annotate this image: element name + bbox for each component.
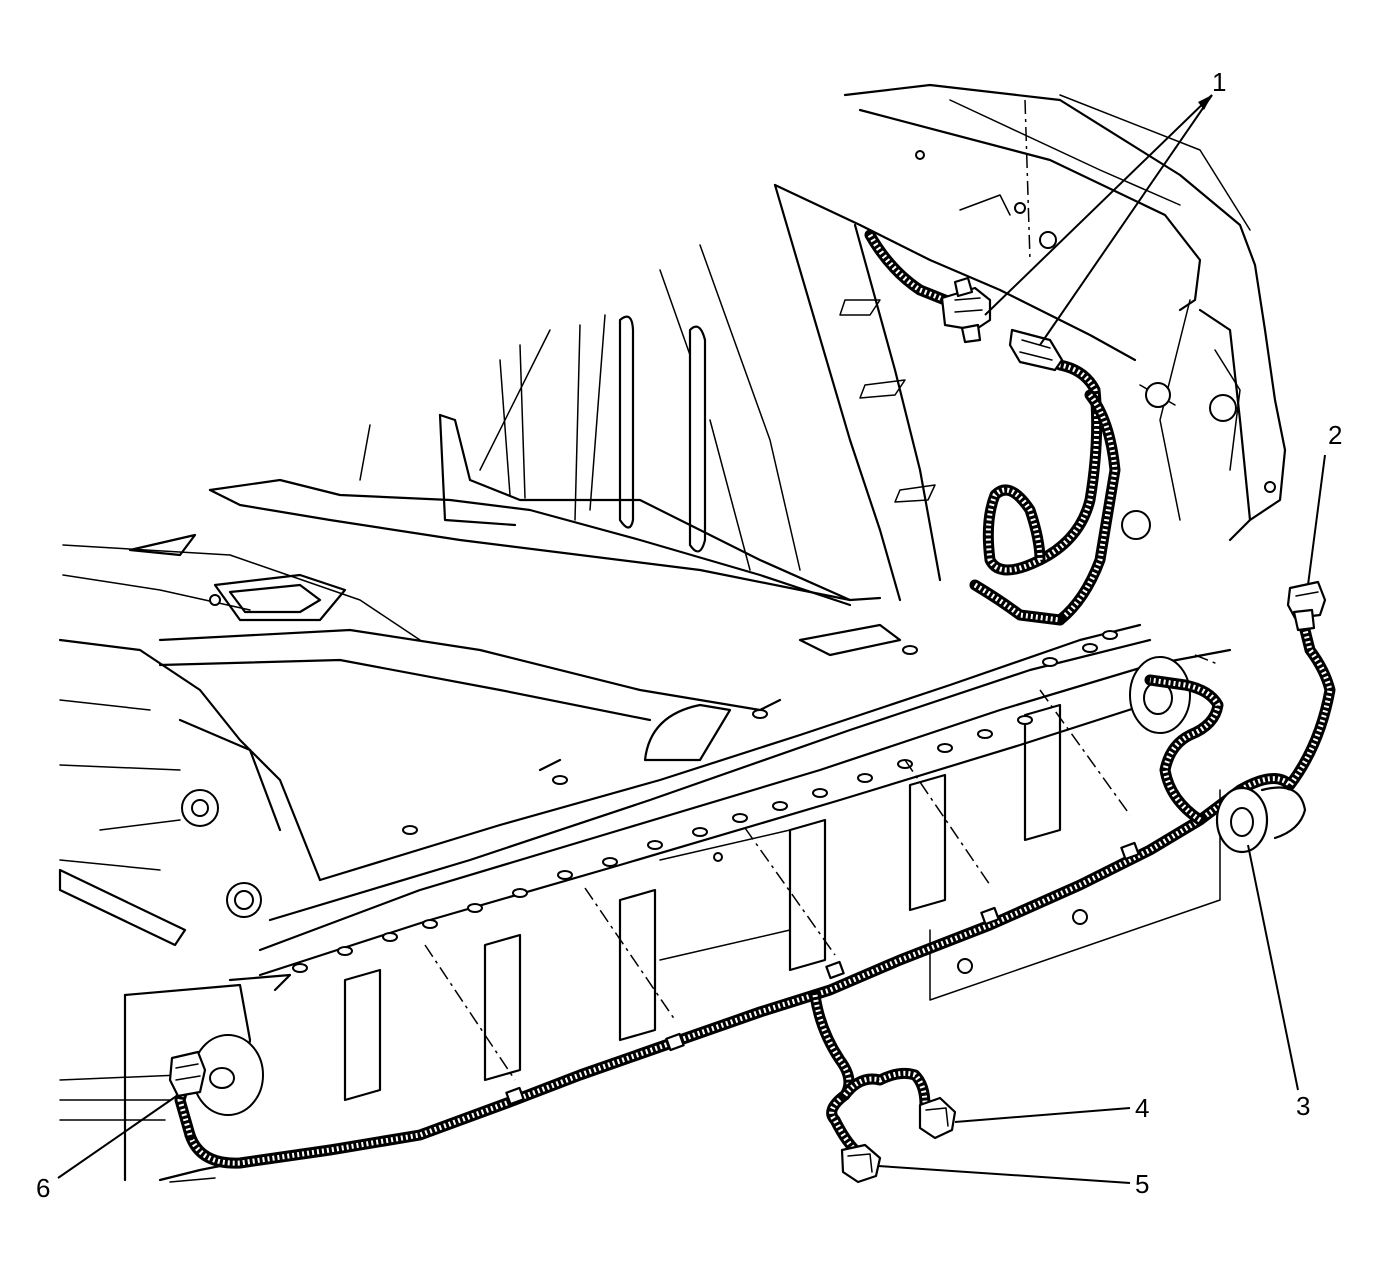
callout-3: 3 bbox=[1296, 1091, 1310, 1121]
callout-1: 1 bbox=[1212, 67, 1226, 97]
fastener-alignment-lines bbox=[424, 654, 1221, 1081]
vehicle-body-structure bbox=[58, 83, 1287, 1183]
callout-6: 6 bbox=[36, 1173, 50, 1203]
connector-2-icon bbox=[1286, 580, 1327, 632]
callout-labels: 1 2 3 4 5 6 bbox=[36, 67, 1342, 1203]
callout-2: 2 bbox=[1328, 420, 1342, 450]
connector-1a-icon bbox=[940, 276, 992, 344]
callout-5: 5 bbox=[1135, 1169, 1149, 1199]
lamp-socket-4-icon bbox=[918, 1096, 957, 1140]
grommet-icon bbox=[1215, 786, 1307, 854]
callout-4: 4 bbox=[1135, 1093, 1149, 1123]
connector-6-icon bbox=[168, 1050, 207, 1098]
crossmember-holes bbox=[292, 630, 1118, 973]
lamp-socket-5-icon bbox=[840, 1143, 882, 1184]
callout-leaders bbox=[57, 94, 1326, 1184]
connector-1b-icon bbox=[1008, 328, 1064, 372]
wiring-harness-icon bbox=[174, 229, 1336, 1169]
